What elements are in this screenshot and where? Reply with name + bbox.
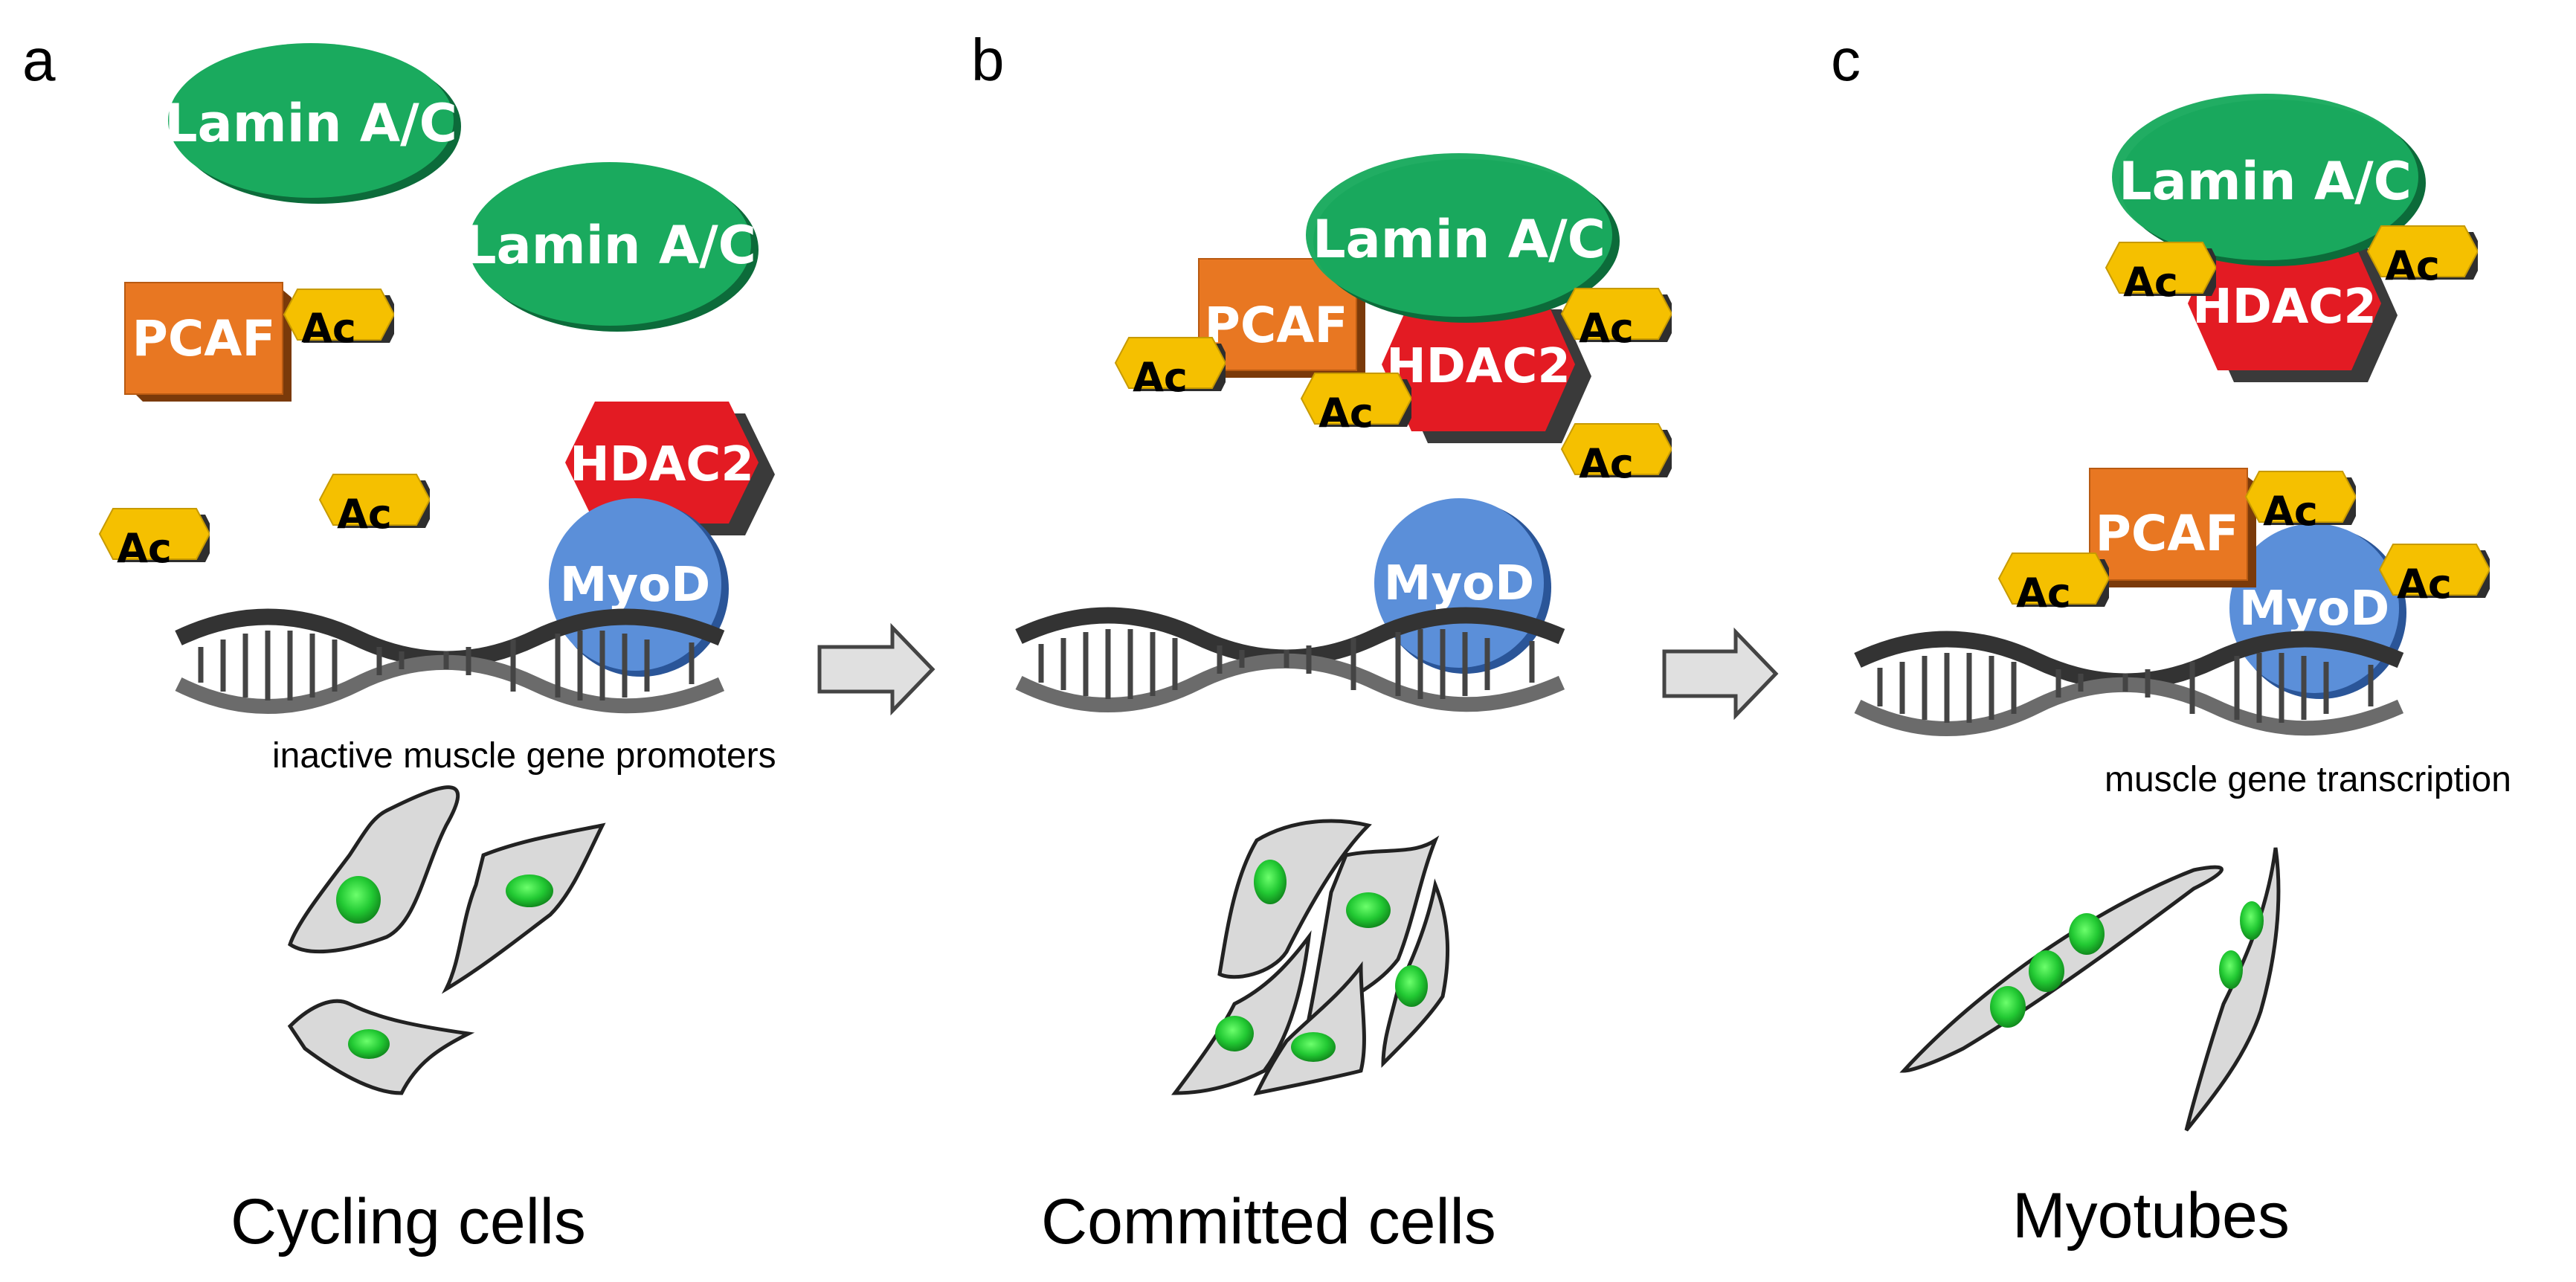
ac-tag: Ac bbox=[1561, 423, 1672, 487]
panel-b: b PCAF HDAC2 Lamin A/C Ac Ac bbox=[971, 27, 1672, 1257]
panel-c: c HDAC2 Lamin A/C Ac Ac MyoD bbox=[1831, 27, 2511, 1252]
ac-tag: Ac bbox=[283, 289, 394, 352]
myotube bbox=[2184, 847, 2281, 1132]
ac-label: Ac bbox=[2397, 561, 2452, 608]
dna-label: inactive muscle gene promoters bbox=[272, 736, 776, 776]
pcaf-box: PCAF bbox=[124, 282, 292, 402]
ac-label: Ac bbox=[2263, 488, 2318, 535]
lamin-a-c: Lamin A/C bbox=[2112, 94, 2426, 266]
nucleus bbox=[1215, 1016, 1254, 1051]
myotube bbox=[1899, 865, 2224, 1073]
caption-myotubes: Myotubes bbox=[2012, 1180, 2290, 1252]
nucleus bbox=[506, 874, 553, 907]
dna-helix bbox=[1015, 607, 1565, 712]
myod-label: MyoD bbox=[1384, 556, 1535, 611]
ac-label: Ac bbox=[2123, 259, 2178, 306]
ac-label: Ac bbox=[301, 305, 356, 352]
lamin-label: Lamin A/C bbox=[164, 93, 457, 154]
pcaf-label: PCAF bbox=[2096, 505, 2239, 562]
lamin-a-c-2: Lamin A/C bbox=[463, 162, 759, 332]
ac-label: Ac bbox=[1133, 354, 1188, 401]
ac-tag: Ac bbox=[1301, 373, 1411, 437]
ac-tag: Ac bbox=[1115, 337, 1226, 401]
dna-helix bbox=[175, 608, 725, 714]
ac-tag: Ac bbox=[2245, 471, 2356, 535]
ac-label: Ac bbox=[1579, 440, 1634, 487]
ac-tag: Ac bbox=[319, 474, 430, 538]
hdac2-label: HDAC2 bbox=[1386, 339, 1571, 394]
hdac2-hexagon: HDAC2 bbox=[1382, 297, 1591, 443]
nucleus bbox=[2240, 901, 2264, 940]
hdac2-hexagon: HDAC2 bbox=[2188, 236, 2398, 382]
lamin-label: Lamin A/C bbox=[2119, 151, 2412, 212]
nucleus bbox=[1346, 892, 1391, 928]
ac-label: Ac bbox=[2385, 242, 2440, 289]
nucleus bbox=[2029, 950, 2064, 992]
ac-label: Ac bbox=[1579, 305, 1634, 352]
cell bbox=[288, 785, 460, 954]
dna-helix bbox=[1854, 631, 2404, 736]
arrow-right bbox=[817, 622, 936, 716]
cell bbox=[287, 999, 475, 1095]
ac-label: Ac bbox=[117, 525, 172, 572]
lamin-a-c-1: Lamin A/C bbox=[164, 43, 461, 204]
nucleus bbox=[1291, 1032, 1336, 1062]
lamin-a-c: Lamin A/C bbox=[1306, 153, 1620, 323]
panel-letter-a: a bbox=[22, 27, 56, 93]
nucleus bbox=[336, 876, 381, 924]
cell bbox=[1217, 819, 1372, 979]
cell bbox=[1381, 878, 1450, 1069]
pcaf-box: PCAF bbox=[2089, 468, 2256, 587]
lamin-label: Lamin A/C bbox=[463, 215, 756, 276]
myod-label: MyoD bbox=[560, 558, 711, 613]
hdac2-label: HDAC2 bbox=[2192, 280, 2377, 335]
ac-label: Ac bbox=[1318, 390, 1374, 437]
nucleus bbox=[1254, 860, 1287, 904]
nucleus bbox=[1990, 986, 2026, 1028]
panel-a: a Lamin A/C Lamin A/C PCAF Ac Ac bbox=[22, 27, 776, 1257]
ac-tag: Ac bbox=[1998, 553, 2109, 616]
hdac2-label: HDAC2 bbox=[570, 437, 754, 492]
ac-label: Ac bbox=[2016, 570, 2071, 616]
nucleus bbox=[1395, 965, 1428, 1007]
ac-tag: Ac bbox=[2105, 242, 2216, 306]
arrow-right bbox=[1662, 627, 1779, 721]
cell bbox=[1306, 835, 1440, 1022]
nucleus bbox=[348, 1029, 390, 1059]
ac-tag: Ac bbox=[2367, 225, 2478, 289]
dna-label: muscle gene transcription bbox=[2105, 760, 2511, 799]
panel-letter-b: b bbox=[971, 27, 1005, 93]
caption-committed-cells: Committed cells bbox=[1041, 1186, 1496, 1257]
ac-label: Ac bbox=[337, 491, 392, 538]
ac-tag: Ac bbox=[99, 508, 210, 572]
caption-cycling-cells: Cycling cells bbox=[231, 1186, 586, 1257]
pcaf-label: PCAF bbox=[1205, 297, 1348, 354]
ac-tag: Ac bbox=[2379, 544, 2490, 608]
panel-letter-c: c bbox=[1831, 27, 1861, 93]
lamin-label: Lamin A/C bbox=[1313, 209, 1606, 270]
nucleus bbox=[2069, 913, 2105, 955]
cell bbox=[1171, 930, 1312, 1095]
ac-tag: Ac bbox=[1561, 288, 1672, 352]
cell bbox=[1253, 961, 1366, 1096]
nucleus bbox=[2219, 950, 2243, 989]
myod-label: MyoD bbox=[2239, 582, 2390, 637]
pcaf-label: PCAF bbox=[132, 310, 276, 367]
cell bbox=[441, 822, 606, 994]
